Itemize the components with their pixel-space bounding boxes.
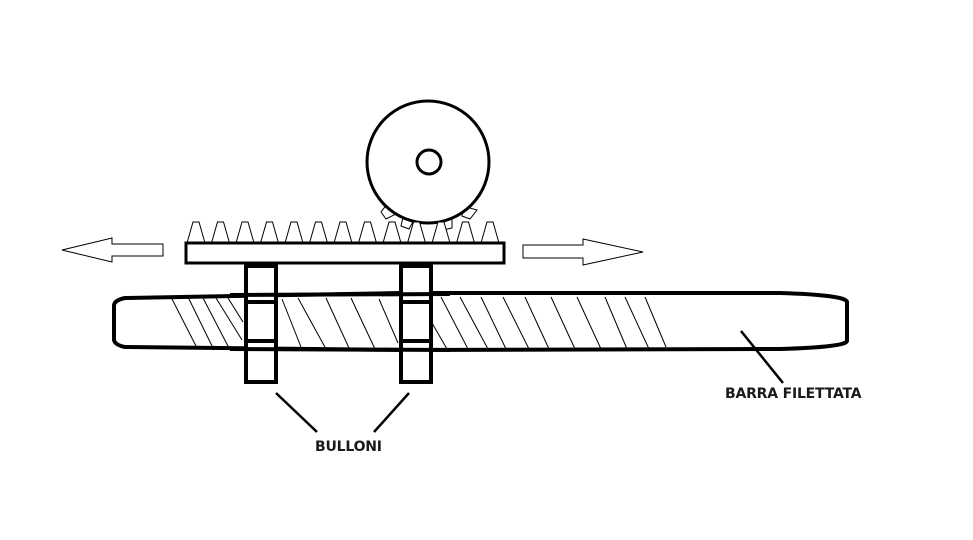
rack-tooth (357, 221, 378, 244)
rack-tooth (480, 221, 500, 244)
rack-tooth (382, 221, 402, 244)
bolt-left (244, 264, 278, 384)
thread-line (576, 296, 602, 350)
threaded-bar (112, 291, 849, 352)
rack-tooth (308, 221, 329, 244)
thread-line (378, 298, 399, 344)
thread-line (524, 296, 550, 350)
thread-line (644, 296, 667, 348)
thread-line (550, 296, 576, 350)
rack-tooth (333, 221, 353, 244)
left-arrow-icon (61, 237, 164, 263)
leader-line-bolt-right (373, 392, 410, 433)
thread-line (281, 298, 302, 348)
thread-line (440, 296, 469, 350)
thread-line (202, 297, 230, 349)
thread-line (170, 296, 198, 349)
rack-plate (184, 241, 506, 265)
right-arrow-icon (522, 238, 644, 266)
thread-line (227, 297, 244, 323)
thread-line (187, 296, 215, 351)
thread-line (325, 297, 350, 349)
thread-hatching (170, 296, 667, 351)
rack-tooth (284, 221, 304, 244)
thread-line (480, 296, 507, 350)
thread-line (502, 296, 530, 350)
thread-line (350, 297, 376, 350)
leader-line-threaded-bar (740, 330, 784, 384)
thread-line (624, 296, 650, 350)
bar-bottom-edge-overlay (229, 347, 451, 352)
bar-top-edge-overlay (229, 292, 451, 297)
thread-line (297, 297, 327, 350)
thread-line (431, 322, 448, 350)
threaded-bar-label: BARRA FILETTATA (725, 386, 862, 402)
thread-line (459, 296, 489, 350)
rack-tooth (455, 221, 476, 244)
rack-tooth (210, 221, 231, 244)
thread-line (604, 296, 628, 350)
bolts-label: BULLONI (315, 439, 382, 455)
bolt-right (399, 264, 433, 384)
rack-tooth (235, 221, 255, 244)
rack-tooth (186, 221, 206, 244)
thread-line (215, 297, 243, 341)
gear-hub-hole (415, 148, 443, 176)
rack-tooth (259, 221, 280, 244)
leader-line-bolt-left (275, 392, 318, 433)
